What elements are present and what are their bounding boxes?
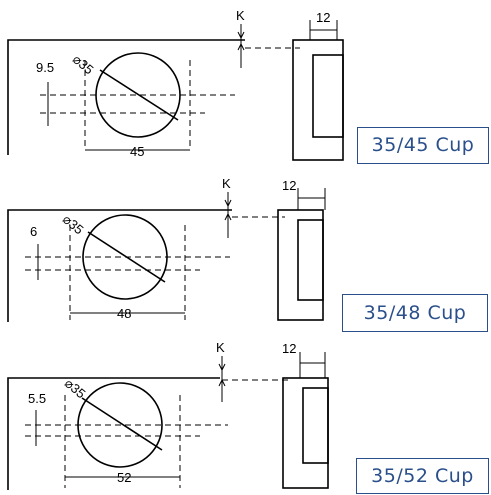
cup-recess	[312, 54, 344, 138]
side-section	[282, 377, 329, 489]
thickness-label: 12	[282, 341, 296, 356]
distance-label: 48	[117, 306, 131, 321]
cup-recess	[297, 219, 324, 301]
cup-type-label-1: 35/45 Cup	[357, 127, 489, 164]
door-outline	[7, 39, 245, 155]
door-outline	[7, 209, 232, 322]
distance-label: 45	[130, 144, 144, 159]
diameter-line	[81, 397, 163, 451]
k-label: K	[216, 340, 225, 355]
offset-label: 5.5	[28, 391, 46, 406]
panel-3: K 12 ⌀35 5.5 52	[7, 340, 329, 490]
side-section	[277, 209, 324, 321]
panel-1: K 12 ⌀35 9.5 45	[7, 8, 344, 161]
door-outline	[7, 377, 220, 490]
side-section	[292, 39, 344, 161]
offset-label: 6	[30, 224, 37, 239]
distance-label: 52	[117, 470, 131, 485]
offset-label: 9.5	[36, 60, 54, 75]
diameter-label: ⌀35	[62, 375, 89, 401]
thickness-label: 12	[282, 178, 296, 193]
cup-recess	[302, 387, 329, 464]
k-label: K	[236, 8, 245, 23]
cup-type-label-3: 35/52 Cup	[356, 458, 489, 494]
k-label: K	[222, 176, 231, 191]
cup-type-label-2: 35/48 Cup	[342, 294, 488, 332]
panel-2: K 12 ⌀35 6 48	[7, 176, 326, 322]
diameter-label: ⌀35	[70, 51, 97, 77]
thickness-label: 12	[316, 10, 330, 25]
diameter-line	[99, 69, 179, 121]
diameter-label: ⌀35	[60, 211, 87, 237]
